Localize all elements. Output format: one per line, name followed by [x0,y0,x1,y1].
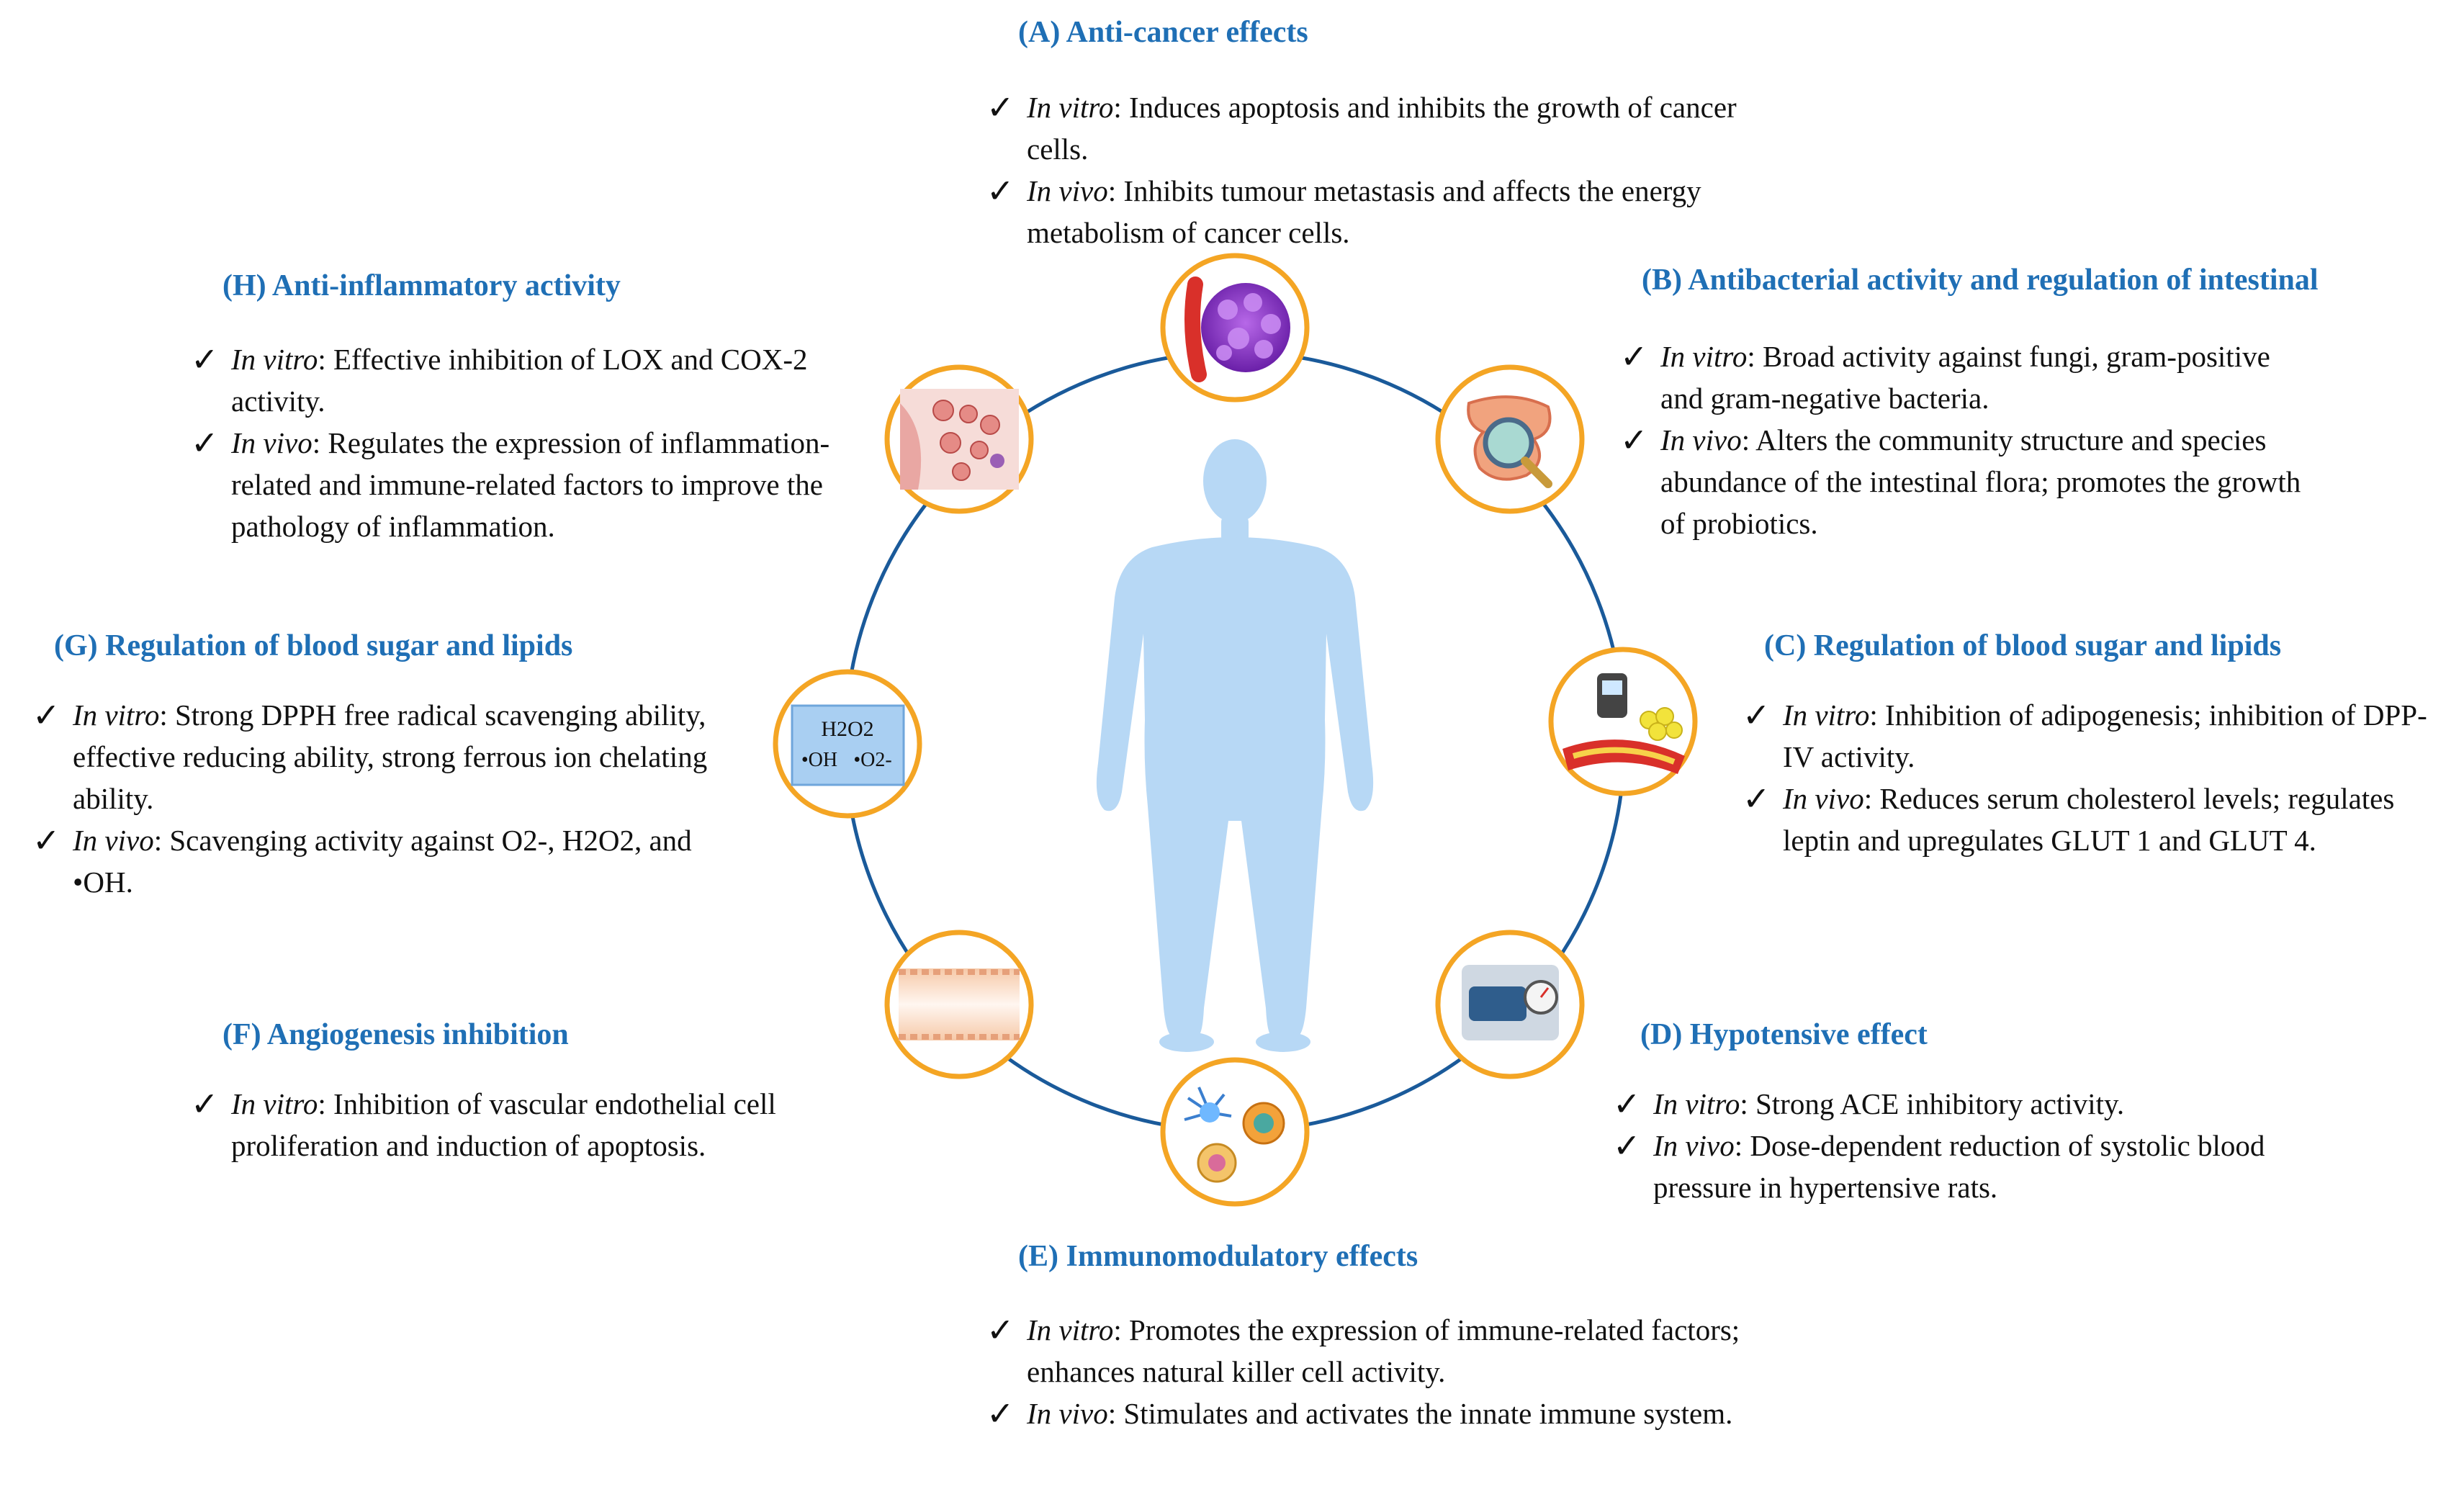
in-vitro-item: ✓In vitro: Strong DPPH free radical scav… [32,696,708,815]
check-icon: ✓ [1743,779,1771,818]
check-icon: ✓ [986,171,1015,210]
section-angiogenesis: (F) Angiogenesis inhibition ✓In vitro: I… [191,1015,882,1166]
check-icon: ✓ [1620,337,1648,376]
check-icon: ✓ [986,88,1015,127]
in-vitro-item: ✓In vitro: Strong ACE inhibitory activit… [1613,1084,2125,1123]
immune-cells-icon [1160,1057,1310,1207]
in-vivo-item: ✓In vivo: Stimulates and activates the i… [986,1394,1733,1433]
check-icon: ✓ [191,1084,219,1123]
in-vitro-item: ✓In vitro: Broad activity against fungi,… [1620,337,2270,415]
check-icon: ✓ [986,1394,1015,1433]
section-hypotensive: (D) Hypotensive effect ✓In vitro: Strong… [1613,1015,2333,1208]
section-title: (H) Anti-inflammatory activity [222,269,621,302]
o2-label: •O2- [853,749,891,771]
section-title: (E) Immunomodulatory effects [1018,1240,1418,1273]
section-title: (A) Anti-cancer effects [1018,16,1308,49]
check-icon: ✓ [1613,1084,1641,1123]
check-icon: ✓ [986,1310,1015,1349]
intestine-magnifier-icon [1435,364,1585,514]
section-title: (C) Regulation of blood sugar and lipids [1764,629,2282,662]
section-title: (F) Angiogenesis inhibition [222,1018,569,1051]
blood-vessel-icon [884,930,1034,1079]
check-icon: ✓ [191,340,219,379]
human-body-silhouette [1096,439,1374,1052]
glucose-meter-artery-icon [1548,647,1698,796]
check-icon: ✓ [32,821,60,860]
in-vivo-item: ✓In vivo: Regulates the expression of in… [191,423,830,543]
in-vivo-item: ✓In vivo: Alters the community structure… [1620,421,2301,540]
section-blood-sugar-g: (G) Regulation of blood sugar and lipids… [32,626,752,903]
inflamed-tissue-icon [884,364,1034,514]
blood-pressure-cuff-icon [1435,930,1585,1079]
check-icon: ✓ [32,696,60,734]
in-vivo-item: ✓In vivo: Dose-dependent reduction of sy… [1613,1126,2265,1204]
section-immunomodulatory: (E) Immunomodulatory effects ✓In vitro: … [986,1237,1779,1434]
radicals-box-icon: H2O2 •OH •O2- [773,669,922,819]
in-vitro-item: ✓In vitro: Inhibition of vascular endoth… [191,1084,776,1162]
section-anti-inflammatory: (H) Anti-inflammatory activity ✓In vitro… [191,266,911,547]
check-icon: ✓ [1743,696,1771,734]
in-vivo-item: ✓In vivo: Inhibits tumour metastasis and… [986,171,1701,249]
tumor-cell-icon [1160,253,1310,403]
oh-label: •OH [801,749,837,771]
in-vivo-item: ✓In vivo: Scavenging activity against O2… [32,821,692,899]
in-vitro-item: ✓In vitro: Effective inhibition of LOX a… [191,340,808,418]
check-icon: ✓ [191,423,219,462]
in-vitro-item: ✓In vitro: Induces apoptosis and inhibit… [986,88,1737,166]
section-title: (D) Hypotensive effect [1640,1018,1928,1051]
in-vivo-item: ✓In vivo: Reduces serum cholesterol leve… [1743,779,2395,857]
section-blood-sugar-c: (C) Regulation of blood sugar and lipids… [1743,626,2463,861]
section-anti-cancer: (A) Anti-cancer effects ✓In vitro: Induc… [986,13,1779,253]
in-vitro-item: ✓In vitro: Promotes the expression of im… [986,1310,1740,1388]
check-icon: ✓ [1613,1126,1641,1165]
section-antibacterial: (B) Antibacterial activity and regulatio… [1620,261,2455,544]
section-title: (B) Antibacterial activity and regulatio… [1642,264,2319,297]
in-vitro-item: ✓In vitro: Inhibition of adipogenesis; i… [1743,696,2427,773]
check-icon: ✓ [1620,421,1648,459]
h2o2-label: H2O2 [821,717,873,741]
section-title: (G) Regulation of blood sugar and lipids [54,629,573,662]
